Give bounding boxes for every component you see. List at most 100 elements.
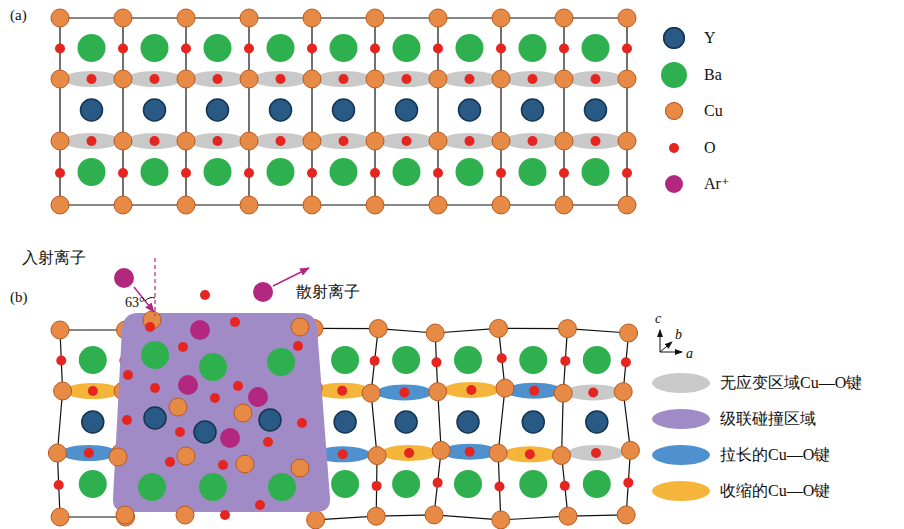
- o-atom: [622, 168, 632, 178]
- cu-atom: [51, 70, 69, 88]
- cu-atom: [618, 132, 636, 150]
- cu-atom: [614, 383, 632, 401]
- cu-o-bond: [376, 384, 432, 400]
- o-atom: [118, 168, 128, 178]
- ba-atom: [204, 34, 232, 62]
- o-atom: [123, 370, 133, 380]
- legend-swatch: [669, 143, 679, 153]
- o-atom: [210, 393, 220, 403]
- y-atom: [81, 99, 103, 121]
- ba-atom: [330, 34, 358, 62]
- cu-atom: [114, 70, 132, 88]
- cu-o-bond: [127, 71, 183, 87]
- cu-o-bond: [505, 71, 561, 87]
- y-atom: [457, 411, 479, 433]
- cu-atom: [176, 506, 194, 524]
- o-atom: [528, 74, 538, 84]
- panel-label: (b): [10, 290, 28, 305]
- bond-line: [501, 516, 568, 520]
- cu-atom: [303, 9, 321, 27]
- o-atom: [218, 460, 228, 470]
- cu-atom: [555, 196, 573, 214]
- ba-atom: [141, 341, 169, 369]
- o-atom: [497, 353, 507, 363]
- cu-o-bond: [190, 71, 246, 87]
- cu-o-bond: [127, 133, 183, 149]
- y-atom: [270, 99, 292, 121]
- y-atom: [144, 407, 166, 429]
- legend-swatch: [661, 62, 687, 88]
- o-atom: [465, 447, 475, 457]
- cu-atom: [426, 324, 444, 342]
- cu-atom: [240, 132, 258, 150]
- o-atom: [118, 44, 128, 54]
- o-atom: [150, 383, 160, 393]
- cu-atom: [492, 9, 510, 27]
- panel-label: (a): [10, 8, 27, 23]
- o-atom: [84, 448, 94, 458]
- y-atom: [585, 99, 607, 121]
- cu-atom: [54, 382, 72, 400]
- o-atom: [559, 168, 569, 178]
- o-atom: [178, 342, 188, 352]
- o-atom: [338, 449, 348, 459]
- cu-o-bond: [64, 71, 120, 87]
- ba-atom: [392, 346, 420, 374]
- cu-o-bond: [442, 71, 498, 87]
- ba-atom: [268, 473, 296, 501]
- cu-atom: [492, 70, 510, 88]
- o-atom: [529, 386, 539, 396]
- cu-o-bond: [565, 384, 621, 400]
- o-atom: [431, 357, 441, 367]
- o-atom: [145, 322, 155, 332]
- ba-atom: [393, 34, 421, 62]
- bond-line: [60, 329, 126, 330]
- o-atom: [220, 510, 230, 520]
- o-atom: [466, 385, 476, 395]
- ba-atom: [454, 346, 482, 374]
- ar-ion: [253, 282, 273, 302]
- legend-text: Ba: [704, 67, 722, 83]
- ba-atom: [267, 158, 295, 186]
- o-atom: [230, 317, 240, 327]
- cu-atom: [555, 70, 573, 88]
- cu-atom: [169, 398, 187, 416]
- cu-atom: [492, 196, 510, 214]
- legend-text: 级联碰撞区域: [720, 411, 816, 427]
- legend-text: Ar⁺: [704, 176, 729, 192]
- o-atom: [591, 136, 601, 146]
- cu-atom: [307, 511, 325, 529]
- bond-line: [434, 515, 501, 520]
- ba-atom: [456, 158, 484, 186]
- o-atom: [293, 341, 303, 351]
- cu-o-bond: [64, 133, 120, 149]
- cu-atom: [109, 448, 127, 466]
- cu-atom: [368, 447, 386, 465]
- o-atom: [433, 168, 443, 178]
- cu-o-bond: [502, 446, 558, 462]
- legend-swatch: [652, 481, 710, 501]
- cu-atom: [51, 321, 69, 339]
- cu-atom: [240, 9, 258, 27]
- cu-atom: [303, 70, 321, 88]
- angle-arc: [145, 297, 155, 301]
- o-atom: [55, 44, 65, 54]
- cu-atom: [555, 9, 573, 27]
- ba-atom: [519, 346, 547, 374]
- o-atom: [623, 478, 633, 488]
- cu-o-bond: [61, 445, 117, 461]
- o-atom: [276, 136, 286, 146]
- cu-atom: [367, 507, 385, 525]
- o-atom: [402, 136, 412, 146]
- cu-atom: [303, 196, 321, 214]
- cu-atom: [291, 318, 309, 336]
- cascade-region: [113, 313, 330, 512]
- o-atom: [528, 136, 538, 146]
- bond-line: [314, 328, 378, 329]
- cu-o-bond: [568, 133, 624, 149]
- o-atom: [496, 168, 506, 178]
- o-atom: [560, 481, 570, 491]
- o-atom: [244, 44, 254, 54]
- ba-atom: [79, 470, 107, 498]
